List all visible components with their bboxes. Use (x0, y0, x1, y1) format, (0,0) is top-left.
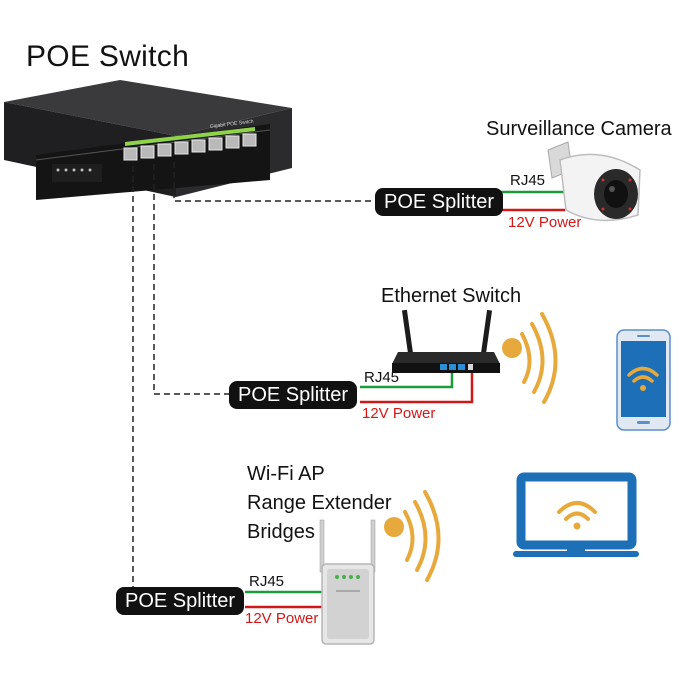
poe-splitter-camera: POE Splitter (375, 188, 504, 216)
page-title: POE Switch (26, 40, 190, 73)
ap-label-line2: Range Extender (247, 492, 392, 514)
poe-switch-icon: Gigabit POE Switch (4, 80, 292, 200)
ap-label-line1: Wi-Fi AP (247, 463, 325, 485)
connection-lines (245, 190, 565, 609)
ap-label-line3: Bridges (247, 521, 315, 543)
smartphone-icon (616, 329, 671, 431)
power-label-ap: 12V Power (245, 610, 319, 627)
wifi-signal-icon (502, 312, 558, 404)
cable-to-ethernet-switch (153, 164, 229, 395)
poe-splitter-ethernet-switch: POE Splitter (229, 381, 358, 409)
security-camera-icon (547, 141, 641, 222)
power-label-camera: 12V Power (508, 214, 582, 231)
wifi-signal-icon (384, 490, 441, 582)
wireless-router-icon (392, 309, 500, 373)
rj45-label-camera: RJ45 (510, 172, 546, 189)
range-extender-icon (319, 519, 376, 645)
cable-to-ap (116, 166, 134, 601)
switch-faceplate-label: Gigabit POE Switch (210, 119, 255, 130)
rj45-label-ethernet-switch: RJ45 (364, 369, 400, 386)
camera-label: Surveillance Camera (486, 118, 672, 140)
power-label-ethernet-switch: 12V Power (362, 405, 436, 422)
cable-to-camera (173, 162, 375, 202)
desktop-monitor-icon (513, 472, 639, 557)
poe-splitter-ap: POE Splitter (116, 587, 245, 615)
rj45-label-ap: RJ45 (249, 573, 285, 590)
ethernet-switch-label: Ethernet Switch (381, 285, 522, 307)
